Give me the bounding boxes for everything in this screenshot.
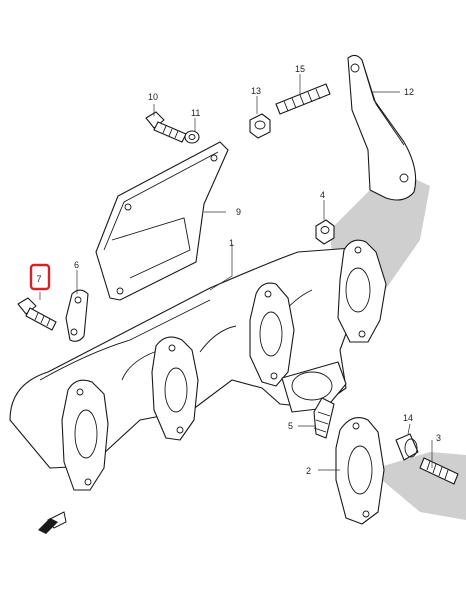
label-part-11[interactable]: 11: [191, 108, 200, 118]
part-13-nut[interactable]: [249, 113, 271, 139]
part-1-exhaust-manifold[interactable]: [9, 239, 387, 491]
part-9-heat-shield[interactable]: [95, 141, 229, 301]
part-2-gasket[interactable]: [335, 417, 385, 525]
part-7-bolt[interactable]: [17, 297, 57, 331]
label-part-7[interactable]: 7: [37, 274, 42, 284]
part-14-collar[interactable]: [395, 433, 419, 461]
label-part-13[interactable]: 13: [251, 86, 261, 96]
label-part-14[interactable]: 14: [403, 413, 413, 423]
part-4-nut[interactable]: [315, 219, 335, 245]
part-11-washer[interactable]: [184, 130, 200, 144]
part-5-stud[interactable]: [313, 397, 335, 439]
label-part-4[interactable]: 4: [320, 190, 325, 200]
shade-band-lower: [370, 452, 466, 520]
leader-lines: [39, 74, 433, 471]
label-part-15[interactable]: 15: [295, 64, 305, 74]
front-arrow-icon: [38, 511, 67, 534]
label-part-10[interactable]: 10: [148, 92, 158, 102]
label-part-3[interactable]: 3: [436, 433, 441, 443]
part-6-bracket[interactable]: [65, 289, 89, 342]
part-10-bolt[interactable]: [145, 111, 187, 143]
label-part-5[interactable]: 5: [288, 421, 293, 431]
label-part-12[interactable]: 12: [404, 87, 414, 97]
label-part-6[interactable]: 6: [74, 260, 79, 270]
part-3-stud[interactable]: [419, 457, 459, 485]
highlight-box-part-7[interactable]: [29, 263, 51, 291]
part-12-bracket[interactable]: [347, 54, 417, 201]
part-15-stud[interactable]: [275, 83, 331, 115]
label-part-9[interactable]: 9: [236, 207, 241, 217]
label-part-1[interactable]: 1: [229, 238, 234, 248]
label-part-2[interactable]: 2: [306, 466, 311, 476]
